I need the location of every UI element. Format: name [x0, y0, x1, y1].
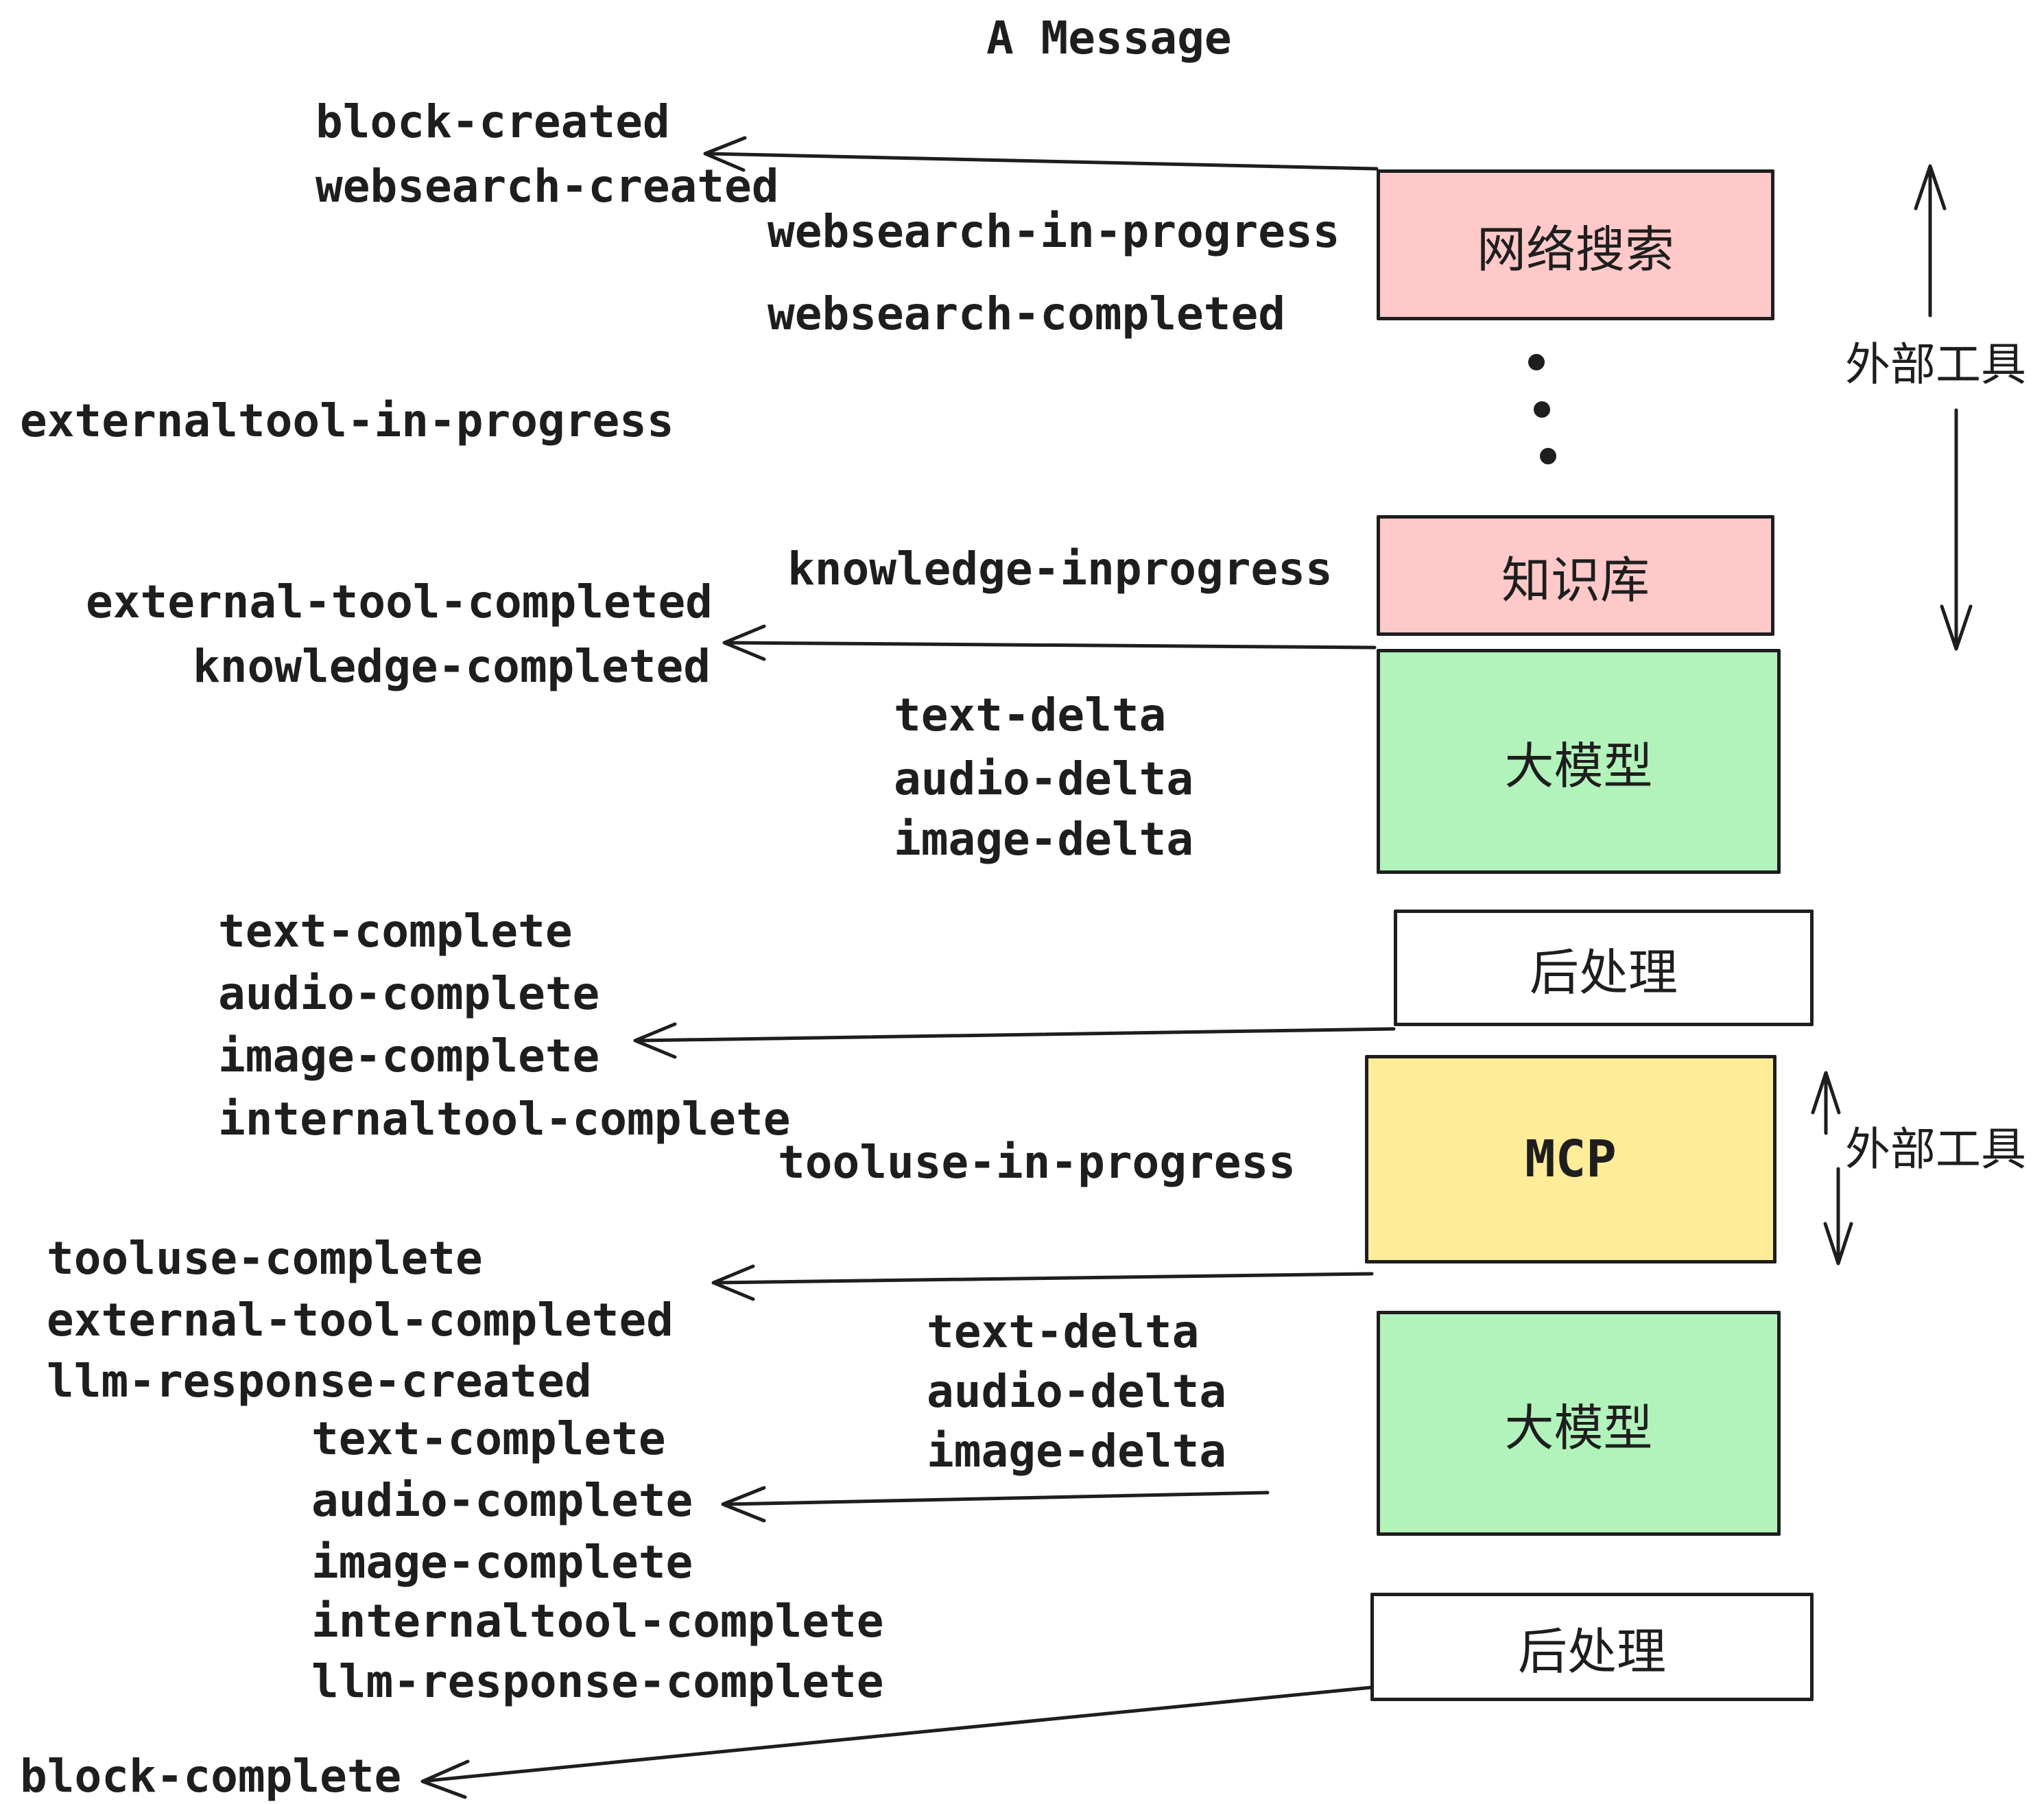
post-process-box-1-label: 后处理: [1529, 945, 1678, 1001]
event-external-tool-completed-1: external-tool-completed: [86, 575, 713, 628]
event-tooluse-in-progress: tooluse-in-progress: [778, 1136, 1296, 1189]
event-internaltool-complete-1: internaltool-complete: [218, 1093, 791, 1146]
arrow-mcp-to-events: [711, 1264, 1374, 1301]
event-websearch-in-progress: websearch-in-progress: [768, 205, 1340, 258]
event-text-complete-2: text-complete: [311, 1412, 666, 1465]
knowledge-box: 知识库: [1377, 515, 1774, 636]
llm-box-1-label: 大模型: [1504, 739, 1653, 794]
llm-box-1: 大模型: [1377, 649, 1781, 874]
knowledge-box-label: 知识库: [1501, 553, 1650, 608]
arrow-websearch-to-events: [703, 136, 1379, 172]
llm-box-2-label: 大模型: [1504, 1401, 1653, 1456]
event-internaltool-complete-2: internaltool-complete: [311, 1595, 884, 1648]
event-image-delta-1: image-delta: [894, 813, 1194, 866]
event-image-delta-2: image-delta: [927, 1425, 1227, 1477]
event-block-complete: block-complete: [20, 1750, 402, 1803]
event-audio-delta-2: audio-delta: [927, 1365, 1227, 1418]
event-text-delta-1: text-delta: [894, 689, 1167, 741]
llm-box-2: 大模型: [1377, 1311, 1781, 1536]
page-title: A Message: [986, 12, 1232, 64]
post-process-box-1: 后处理: [1394, 910, 1814, 1026]
event-llm-response-created: llm-response-created: [47, 1355, 592, 1408]
arrow-knowledge-to-events: [722, 624, 1377, 661]
event-audio-delta-1: audio-delta: [894, 752, 1194, 805]
event-image-complete-2: image-complete: [311, 1536, 693, 1589]
event-text-delta-2: text-delta: [927, 1305, 1200, 1358]
arrow-external-tools-up-2: [1811, 1071, 1841, 1135]
event-audio-complete-1: audio-complete: [218, 967, 600, 1020]
event-tooluse-complete: tooluse-complete: [47, 1232, 483, 1285]
event-knowledge-inprogress: knowledge-inprogress: [787, 543, 1333, 595]
external-tools-label-1: 外部工具: [1845, 339, 2026, 390]
post-process-box-2-label: 后处理: [1517, 1624, 1666, 1680]
external-tools-label-2: 外部工具: [1845, 1124, 2026, 1174]
arrow-llm2-to-events: [721, 1486, 1270, 1523]
event-websearch-completed: websearch-completed: [768, 287, 1285, 340]
event-websearch-created: websearch-created: [316, 160, 779, 213]
arrow-external-tools-down-1: [1940, 408, 1973, 651]
event-text-complete-1: text-complete: [218, 905, 573, 958]
event-llm-response-complete: llm-response-complete: [311, 1655, 884, 1708]
arrow-external-tools-up-1: [1914, 164, 1947, 318]
event-block-created: block-created: [316, 95, 670, 148]
event-external-tool-completed-2: external-tool-completed: [47, 1294, 674, 1346]
ellipsis-dots-icon: [1528, 354, 1556, 464]
arrow-external-tools-down-2: [1823, 1167, 1853, 1266]
arrow-postprocess1-to-events: [633, 1022, 1396, 1059]
mcp-box: MCP: [1365, 1055, 1776, 1263]
event-knowledge-completed: knowledge-completed: [193, 640, 711, 693]
websearch-box-label: 网络搜索: [1476, 222, 1674, 278]
mcp-box-label: MCP: [1525, 1130, 1617, 1189]
websearch-box: 网络搜索: [1377, 169, 1774, 320]
event-image-complete-1: image-complete: [218, 1030, 600, 1082]
event-audio-complete-2: audio-complete: [311, 1474, 693, 1527]
post-process-box-2: 后处理: [1370, 1593, 1814, 1701]
event-externaltool-in-progress: externaltool-in-progress: [20, 394, 674, 447]
